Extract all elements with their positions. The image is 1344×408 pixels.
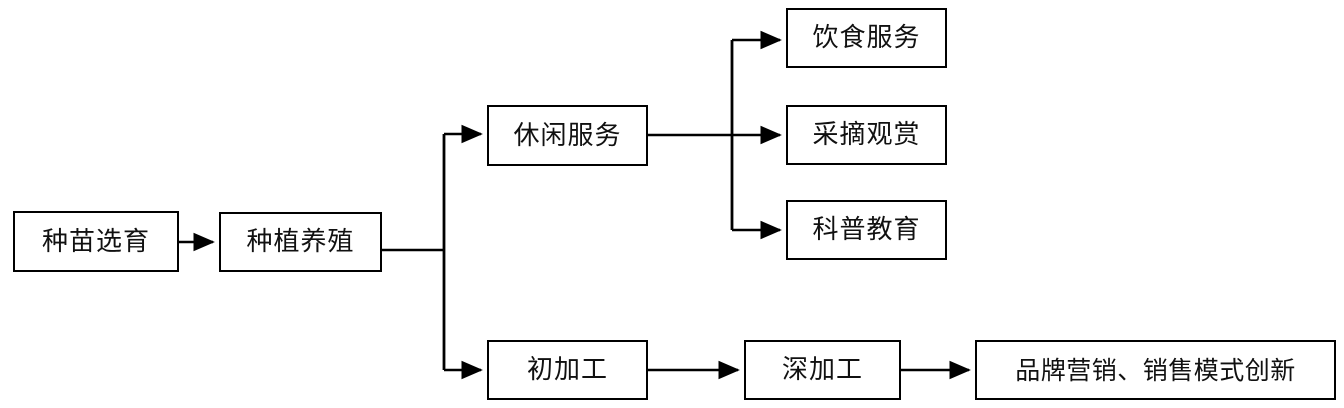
node-seedling-breeding[interactable]: 种苗选育 <box>13 211 179 272</box>
node-leisure-service[interactable]: 休闲服务 <box>487 105 648 166</box>
node-label: 科普教育 <box>812 215 921 245</box>
node-label: 饮食服务 <box>812 23 921 53</box>
node-brand-marketing[interactable]: 品牌营销、销售模式创新 <box>975 340 1336 400</box>
node-catering-service[interactable]: 饮食服务 <box>786 8 947 68</box>
node-label: 采摘观赏 <box>812 120 921 150</box>
node-picking-sightseeing[interactable]: 采摘观赏 <box>786 105 947 165</box>
node-label: 种植养殖 <box>246 227 355 257</box>
node-deep-processing[interactable]: 深加工 <box>744 340 901 400</box>
node-label: 休闲服务 <box>513 120 622 151</box>
node-label: 深加工 <box>781 355 863 385</box>
node-science-education[interactable]: 科普教育 <box>786 200 947 260</box>
node-label: 品牌营销、销售模式创新 <box>1015 355 1296 385</box>
node-planting-breeding[interactable]: 种植养殖 <box>219 212 382 272</box>
node-primary-processing[interactable]: 初加工 <box>487 340 648 400</box>
node-label: 种苗选育 <box>41 226 150 257</box>
node-label: 初加工 <box>526 355 608 385</box>
